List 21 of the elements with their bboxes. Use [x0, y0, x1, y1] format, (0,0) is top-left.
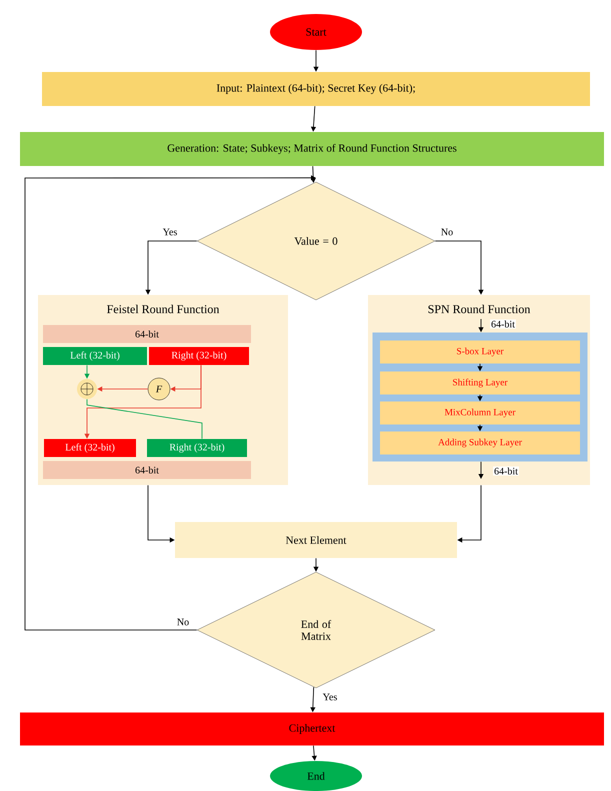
layer-box: MixColumn Layer	[380, 402, 580, 424]
bit-band: 64-bit	[43, 325, 251, 343]
half-block: Right (32-bit)	[147, 439, 247, 457]
edge-label: No	[440, 228, 454, 236]
bit-band: 64-bit	[43, 461, 251, 479]
edge-label: No	[176, 618, 190, 626]
edge-label: Yes	[162, 228, 178, 236]
output-box: Ciphertext	[20, 712, 604, 746]
layer-box: S-box Layer	[380, 340, 580, 364]
half-block: Right (32-bit)	[149, 347, 249, 365]
half-block: Left (32-bit)	[44, 439, 136, 457]
xor-symbol	[77, 379, 97, 399]
generation-box: Generation: State; Subkeys; Matrix of Round Function Structures	[20, 132, 604, 166]
start-oval: Start	[270, 14, 362, 50]
edge-label: Yes	[322, 692, 338, 702]
end-oval: End	[270, 761, 362, 791]
layer-box: Adding Subkey Layer	[380, 432, 580, 454]
process-box: Next Element	[175, 522, 457, 558]
input-box: Input: Plaintext (64-bit); Secret Key (64-bit);	[42, 72, 590, 106]
layer-box: Shifting Layer	[380, 372, 580, 394]
half-block: Left (32-bit)	[43, 347, 147, 365]
